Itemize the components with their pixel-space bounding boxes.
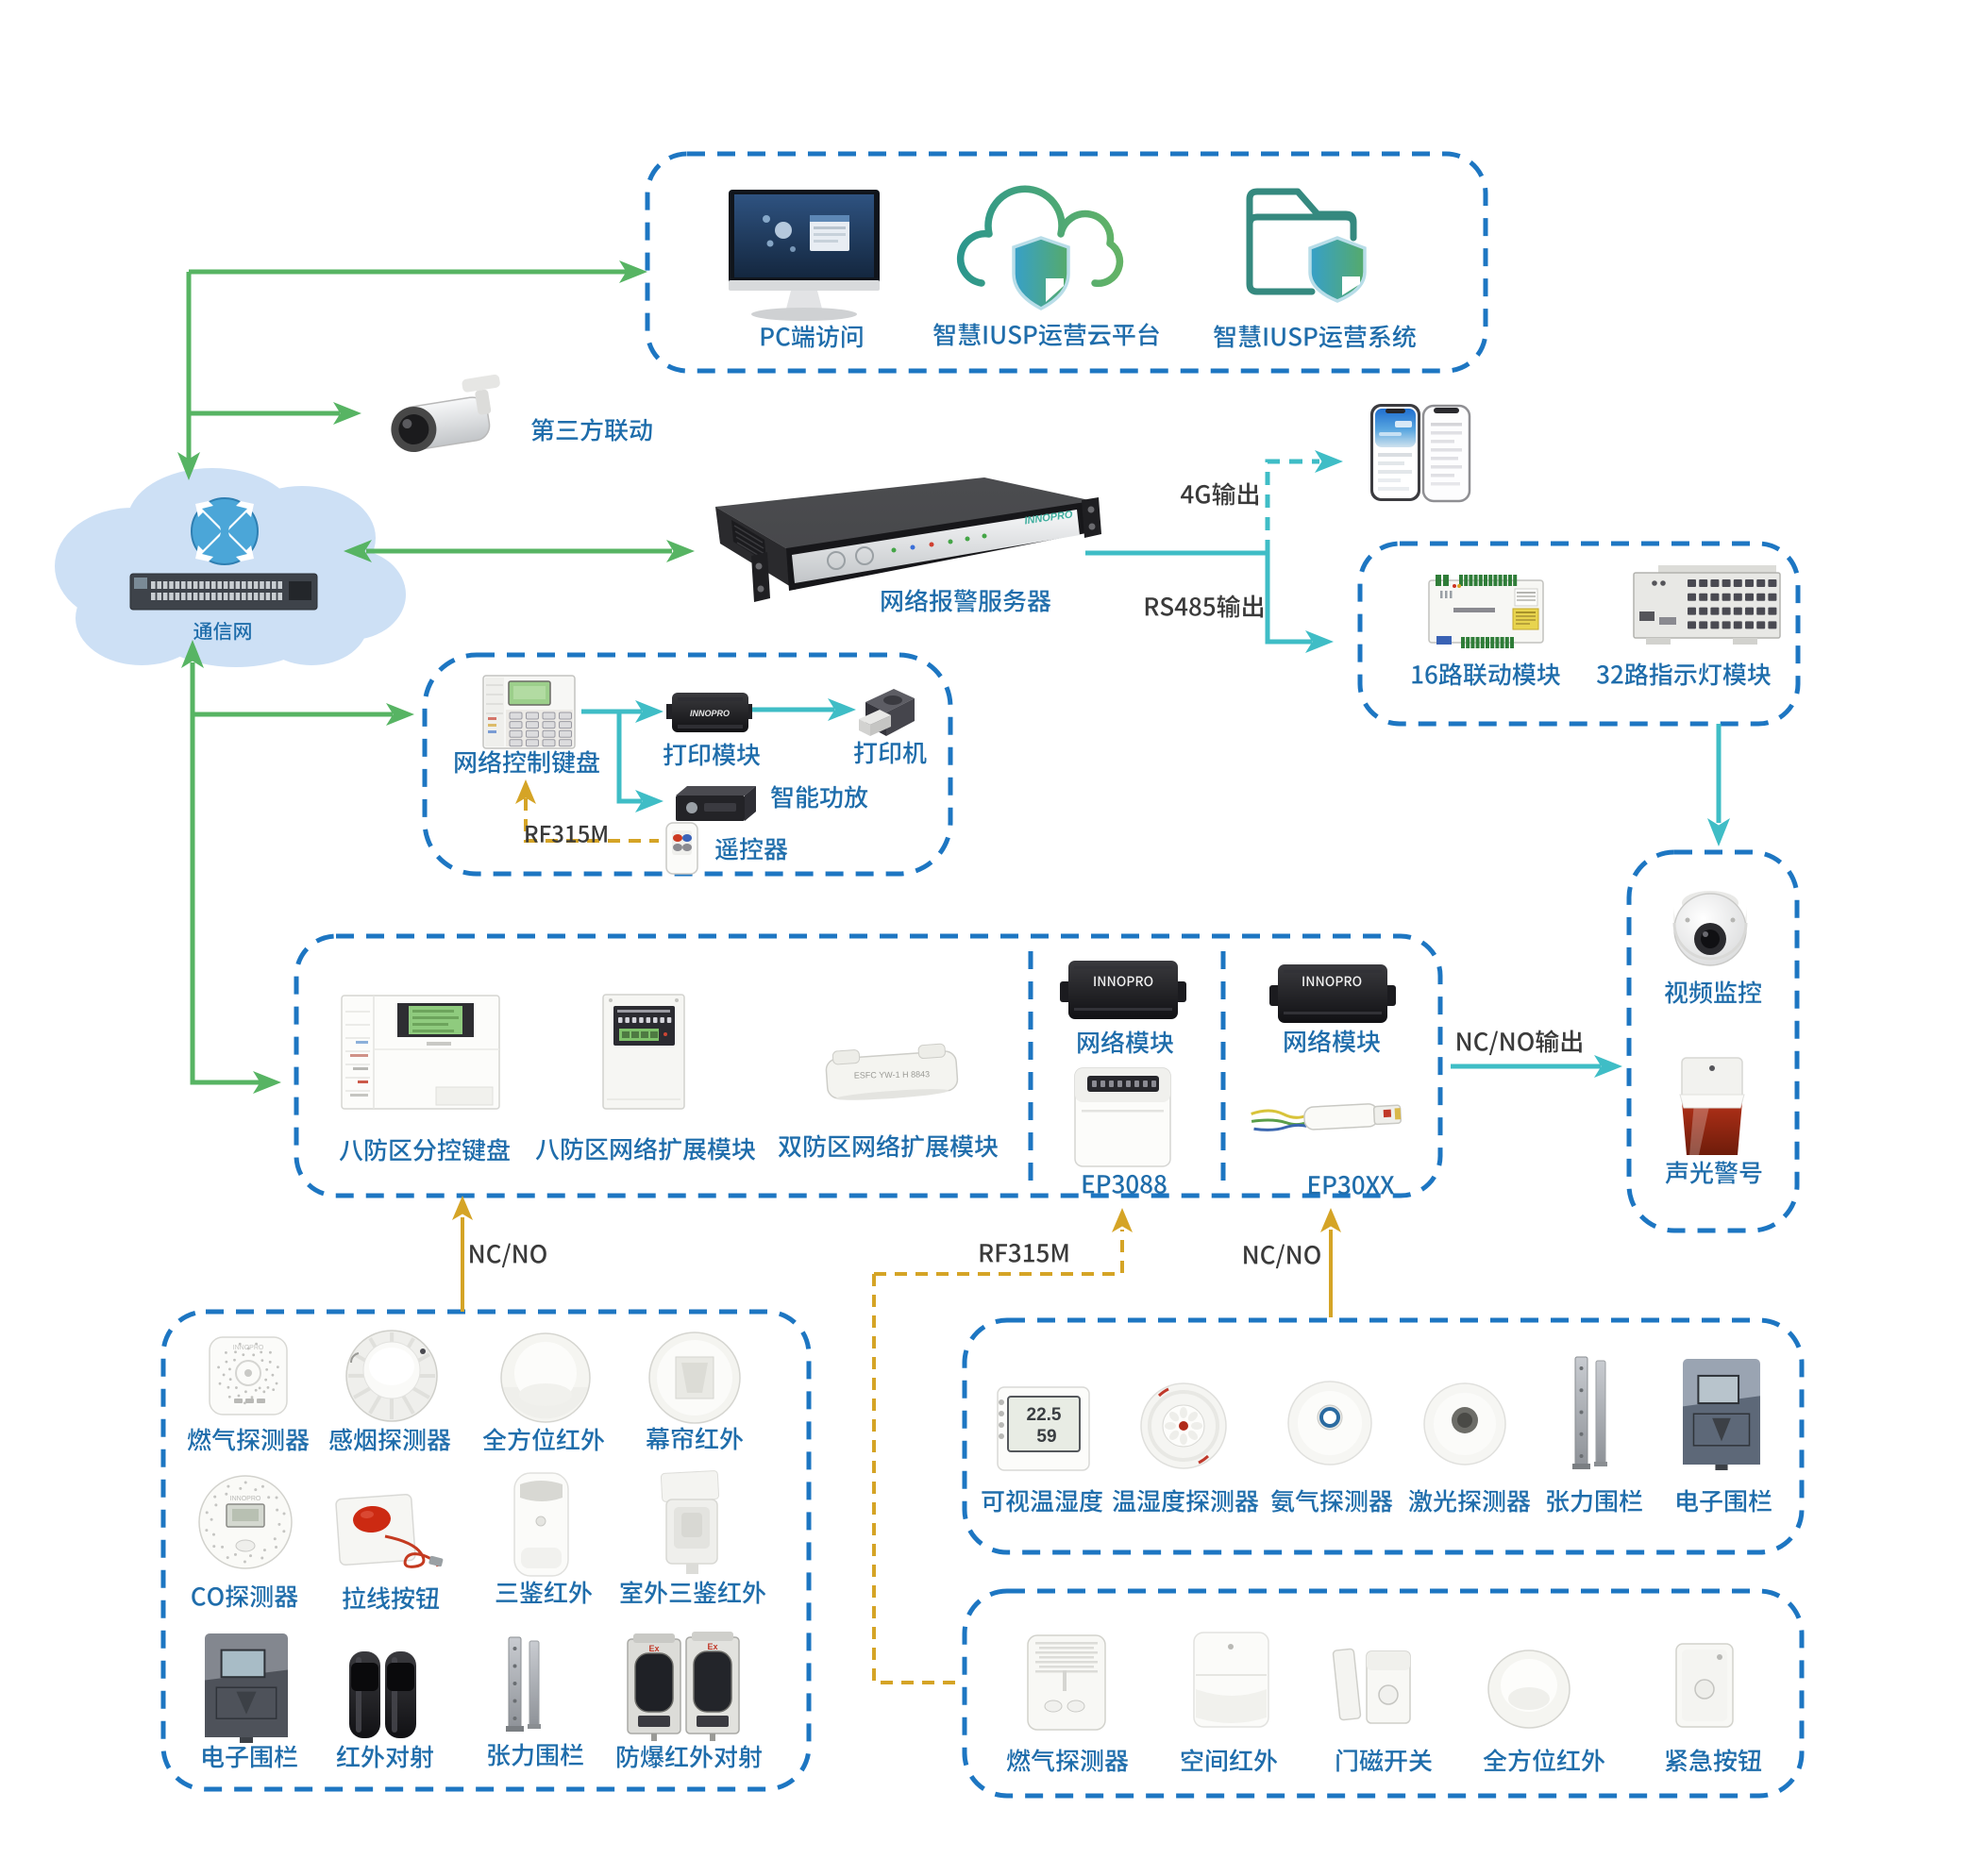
svg-text:INNOPRO: INNOPRO [233,1345,264,1351]
svg-text:INNOPRO: INNOPRO [690,709,730,718]
svg-text:22.5: 22.5 [1027,1405,1062,1425]
svg-text:59: 59 [1036,1427,1056,1447]
svg-text:Ex: Ex [648,1644,659,1653]
svg-text:Ex: Ex [707,1642,717,1651]
svg-text:ESFC YW-1 H 8843: ESFC YW-1 H 8843 [854,1069,930,1080]
svg-text:INNOPRO: INNOPRO [230,1496,261,1502]
